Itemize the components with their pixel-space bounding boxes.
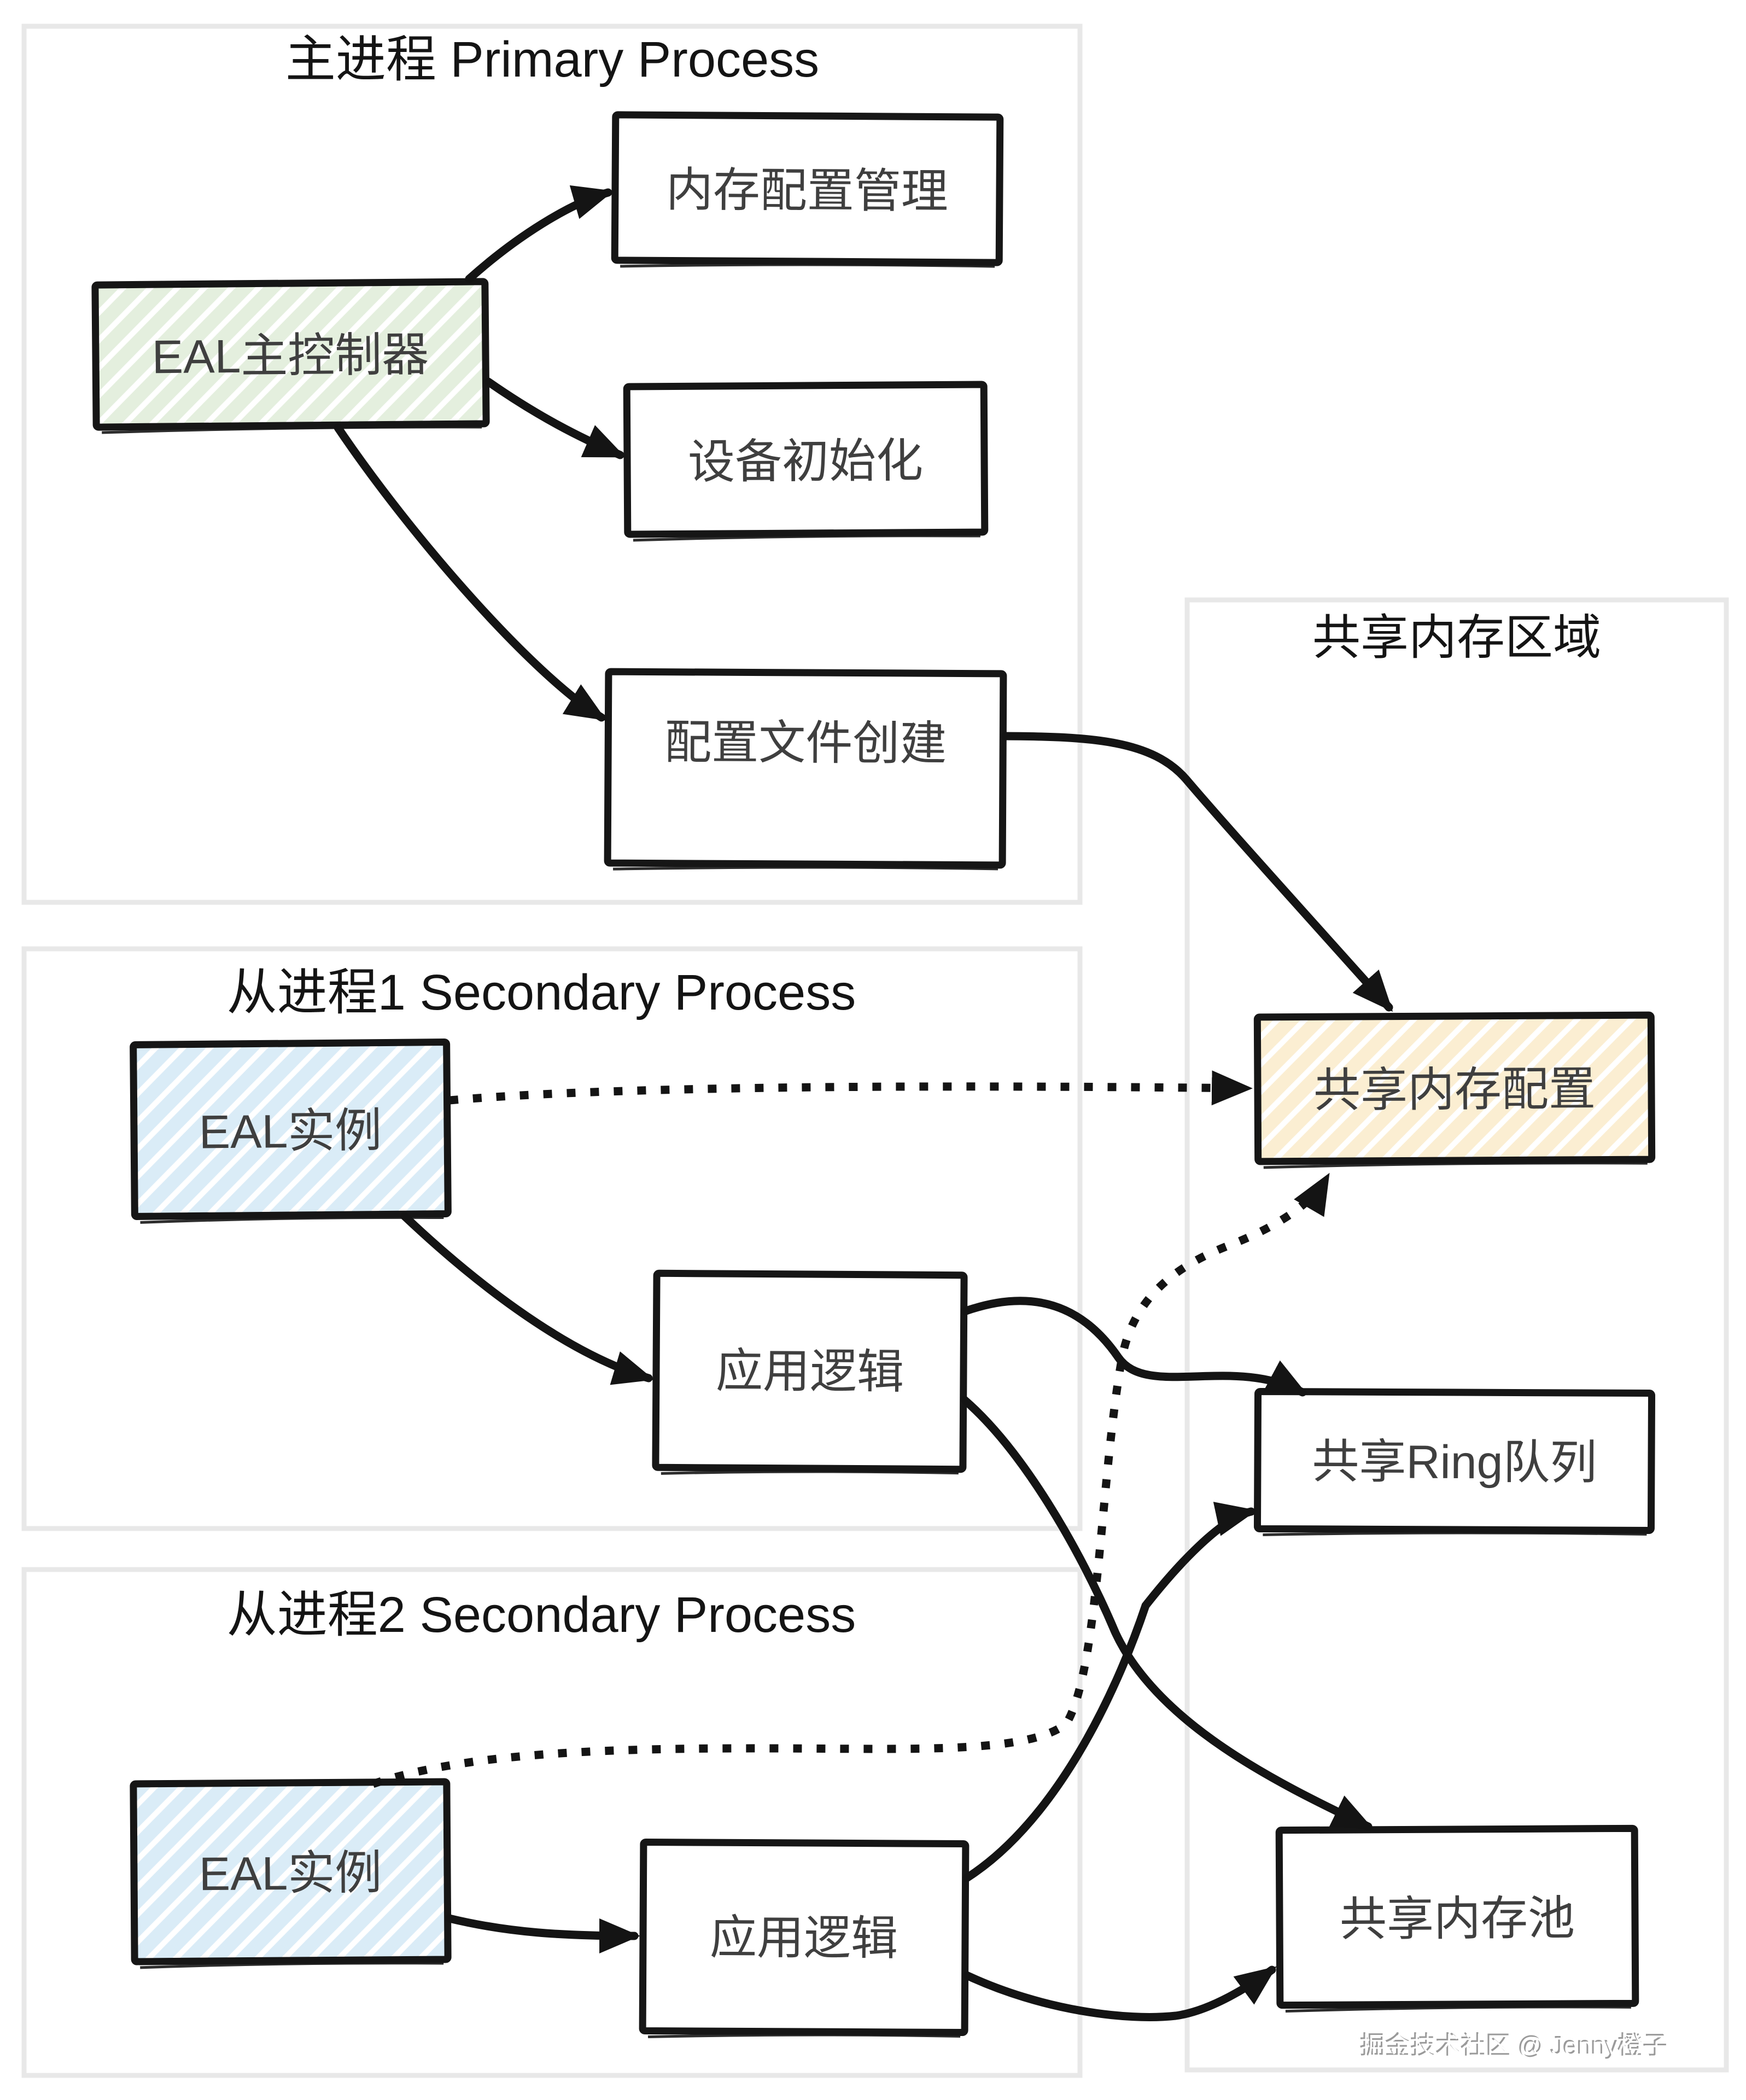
node-label-shared-mem-config: 共享内存配置 <box>1313 1063 1596 1117</box>
node-config-file-create: 配置文件创建 <box>604 668 1007 871</box>
watermark: 掘金技术社区 @ Jenny橙子 掘金技术社区 @ Jenny橙子 <box>1359 2031 1669 2061</box>
node-label-device-init: 设备初始化 <box>688 435 924 489</box>
node-label-mem-config-mgmt: 内存配置管理 <box>666 164 949 218</box>
container-title-shared: 共享内存区域 <box>1312 610 1601 664</box>
container-title-secondary-2: 从进程2 Secondary Process <box>227 1587 856 1643</box>
container-title-secondary-1: 从进程1 Secondary Process <box>227 965 856 1020</box>
node-shared-mem-config: 共享内存配置 <box>1253 1011 1656 1169</box>
node-label-config-file-create: 配置文件创建 <box>664 716 947 771</box>
watermark-shadow-text: 掘金技术社区 @ Jenny橙子 <box>1359 2031 1667 2059</box>
node-eal-master: EAL主控制器 <box>91 278 490 434</box>
node-shared-ring-queue: 共享Ring队列 <box>1253 1387 1656 1536</box>
edge-eal-master-to-config-file-create <box>334 423 607 722</box>
node-label-shared-mem-pool: 共享内存池 <box>1340 1892 1575 1946</box>
watermark-text: 掘金技术社区 @ Jenny橙子 <box>1361 2032 1669 2061</box>
edge-eal-instance-1-to-app-logic-1 <box>400 1212 655 1385</box>
edge-app-logic-1-to-shared-ring-queue <box>960 1297 1308 1397</box>
edge-app-logic-1-to-shared-mem-pool <box>960 1396 1374 1831</box>
edge-eal-instance-2-to-app-logic-2 <box>445 1914 640 1953</box>
edge-eal-instance-1-to-shared-mem-config <box>449 1070 1253 1106</box>
edge-app-logic-2-to-shared-ring-queue <box>962 1502 1257 1882</box>
node-label-eal-instance-1: EAL实例 <box>198 1105 382 1159</box>
container-title-primary: 主进程 Primary Process <box>285 32 819 88</box>
edge-config-file-create-to-shared-mem-config <box>1001 732 1393 1012</box>
node-label-eal-master: EAL主控制器 <box>151 329 429 383</box>
node-app-logic-2: 应用逻辑 <box>639 1838 970 2039</box>
node-mem-config-mgmt: 内存配置管理 <box>611 111 1004 268</box>
node-shared-mem-pool: 共享内存池 <box>1275 1824 1639 2013</box>
node-device-init: 设备初始化 <box>623 381 989 542</box>
node-eal-instance-1: EAL实例 <box>130 1039 452 1224</box>
node-label-app-logic-2: 应用逻辑 <box>710 1911 898 1965</box>
node-label-app-logic-1: 应用逻辑 <box>716 1345 904 1398</box>
edge-app-logic-2-to-shared-mem-pool <box>962 1965 1277 2021</box>
node-label-eal-instance-2: EAL实例 <box>198 1847 382 1900</box>
edge-eal-master-to-mem-config-mgmt <box>465 185 614 283</box>
edge-eal-master-to-device-init <box>484 377 626 459</box>
container-shared: 共享内存区域 <box>1184 597 1729 2073</box>
node-eal-instance-2: EAL实例 <box>130 1778 452 1969</box>
node-app-logic-1: 应用逻辑 <box>652 1269 968 1475</box>
node-label-shared-ring-queue: 共享Ring队列 <box>1312 1436 1597 1489</box>
